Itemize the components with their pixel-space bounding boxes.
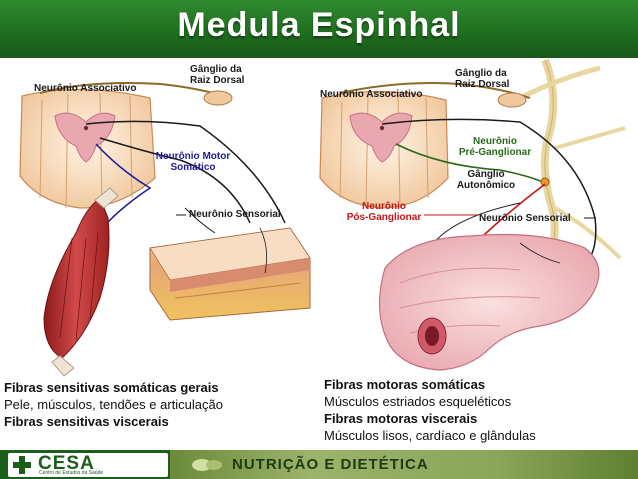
left-motor-label: Neurônio Motor Somático [146, 151, 240, 173]
right-ganglion-label: Gânglio da Raiz Dorsal [455, 68, 509, 90]
cesa-logo: CESA Centro de Estudos da Saúde [8, 453, 168, 477]
right-associative-label: Neurônio Associativo [320, 89, 422, 100]
leaf-icon [190, 454, 224, 476]
right-spinal-cord [320, 91, 448, 208]
footer-bar: CESA Centro de Estudos da Saúde NUTRIÇÃO… [0, 450, 638, 479]
caption-left-line-2: Pele, músculos, tendões e articulação [4, 397, 223, 413]
skin-tissue-block [150, 228, 310, 320]
title-banner: Medula Espinhal [0, 0, 638, 58]
footer-title: NUTRIÇÃO E DIETÉTICA [232, 456, 429, 473]
skeletal-muscle [44, 188, 118, 376]
caption-right-line-3: Fibras motoras viscerais [324, 411, 477, 427]
right-dorsal-root-ganglion [498, 93, 526, 107]
preganglionic-label: Neurônio Pré-Ganglionar [450, 136, 540, 158]
left-dorsal-root-ganglion [204, 91, 232, 105]
caption-right-line-4: Músculos lisos, cardíaco e glândulas [324, 428, 536, 444]
caption-left-line-1: Fibras sensitivas somáticas gerais [4, 380, 219, 396]
caption-right-line-2: Músculos estriados esqueléticos [324, 394, 511, 410]
postganglionic-label: Neurônio Pós-Ganglionar [336, 201, 432, 223]
caption-right-line-1: Fibras motoras somáticas [324, 377, 485, 393]
left-ganglion-label: Gânglio da Raiz Dorsal [190, 64, 244, 86]
autonomic-ganglion-label: Gânglio Autonômico [446, 169, 526, 191]
left-associative-label: Neurônio Associativo [34, 83, 136, 94]
page-title: Medula Espinhal [0, 6, 638, 45]
caption-left-line-3: Fibras sensitivas viscerais [4, 414, 169, 430]
left-sensory-label: Neurônio Sensorial [189, 209, 281, 220]
logo-subtitle: Centro de Estudos da Saúde [39, 470, 103, 476]
visceral-organ [380, 235, 599, 371]
logo-cross-icon [12, 455, 32, 475]
right-sensory-label: Neurônio Sensorial [479, 213, 571, 224]
